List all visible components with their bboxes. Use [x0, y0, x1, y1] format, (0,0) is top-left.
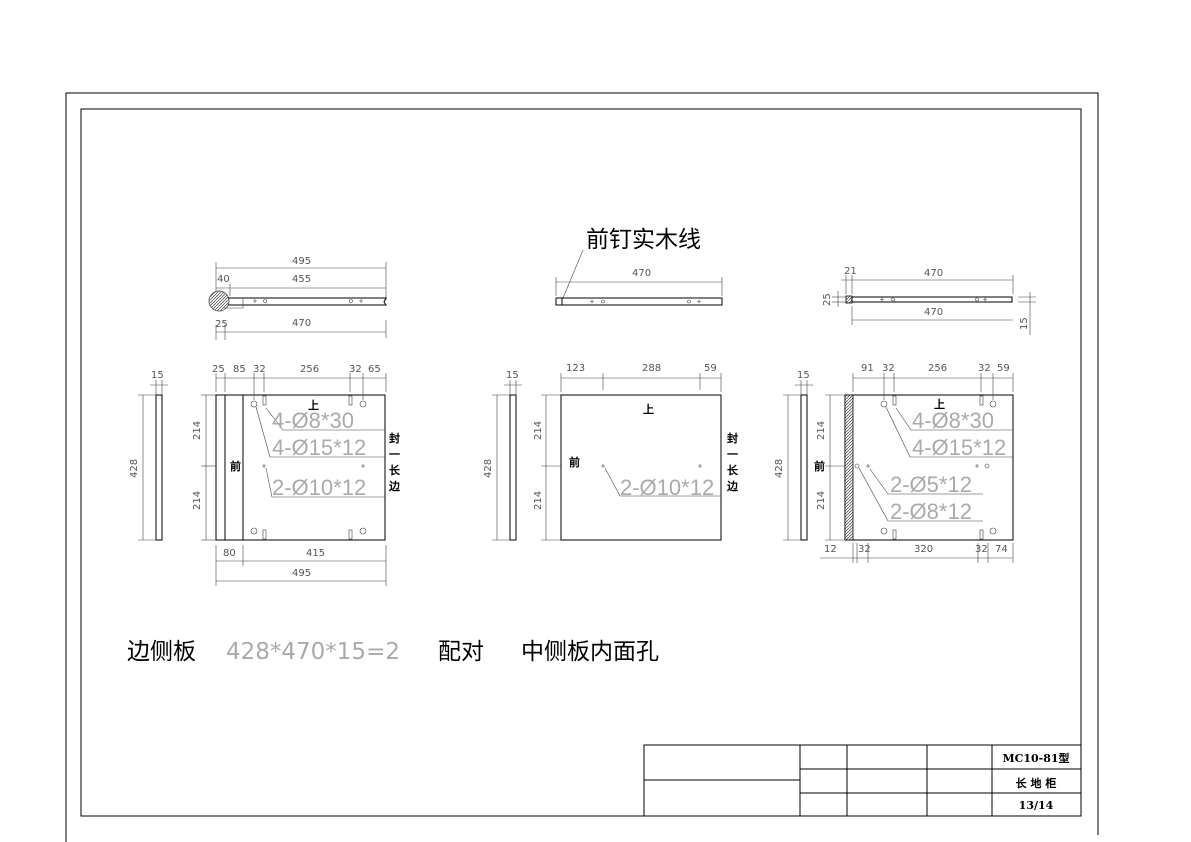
- hole-spec: 4-Ø15*12: [272, 435, 366, 460]
- hole-spec: 2-Ø10*12: [272, 475, 366, 500]
- up-label: 上: [308, 398, 319, 412]
- inner-frame: [80, 108, 1082, 817]
- dim-label: 214: [816, 491, 827, 510]
- dim-label: 15: [1019, 317, 1030, 330]
- solid-wood-edge: [208, 290, 230, 312]
- dim-label: 32: [349, 364, 362, 375]
- part-name: 边侧板: [127, 639, 196, 665]
- edge-label: 边: [388, 479, 401, 493]
- dim-label: 65: [368, 364, 381, 375]
- right-view: 21 470 25 470 15 15 428 214 214 91 32 25…: [774, 266, 1036, 563]
- dim-label: 256: [300, 364, 319, 375]
- hole-spec: 4-Ø15*12: [912, 435, 1006, 460]
- edge-label: 边: [726, 479, 739, 493]
- dim-label: 59: [704, 363, 717, 374]
- dim-label: 32: [858, 544, 871, 555]
- dim-label: 428: [774, 459, 785, 478]
- up-label: 上: [643, 402, 654, 416]
- hole-spec: 2-Ø5*12: [890, 472, 972, 497]
- edge-label: 一: [389, 448, 400, 461]
- dim-label: 91: [861, 363, 874, 374]
- dim-label: 256: [928, 363, 947, 374]
- dim-label: 25: [215, 319, 228, 330]
- hole-spec: 4-Ø8*30: [272, 408, 354, 433]
- front-label: 前: [230, 459, 241, 473]
- view-title: 前钉实木线: [586, 227, 701, 253]
- dim-label: 85: [233, 364, 246, 375]
- dim-label: 15: [151, 370, 164, 381]
- dim-label: 428: [129, 459, 140, 478]
- dim-label: 214: [533, 421, 544, 440]
- edge-label: 一: [727, 448, 738, 461]
- dim-label: 32: [975, 544, 988, 555]
- dim-label: 415: [306, 548, 325, 559]
- dim-label: 495: [292, 568, 311, 579]
- dim-label: 25: [822, 293, 833, 306]
- dim-label: 214: [192, 421, 203, 440]
- dim-label: 74: [995, 544, 1008, 555]
- edge-label: 长: [389, 463, 401, 477]
- dim-label: 428: [483, 459, 494, 478]
- left-view: 495 40 455 25 470 15 428 214 214 25 85 3…: [129, 256, 401, 586]
- hole-spec: 4-Ø8*30: [912, 408, 994, 433]
- dim-label: 470: [924, 268, 943, 279]
- solid-wood-strip: [844, 394, 854, 541]
- outer-border: [65, 92, 1099, 842]
- model-number: MC10-81型: [1002, 751, 1069, 765]
- hole-marks: [601, 464, 721, 497]
- dim-label: 21: [844, 266, 857, 277]
- dim-label: 32: [978, 363, 991, 374]
- dim-label: 470: [632, 268, 651, 279]
- hole-marks: [590, 299, 701, 304]
- title-block: MC10-81型 长 地 柜 13/14: [643, 744, 1082, 817]
- hole-spec: 2-Ø10*12: [620, 475, 714, 500]
- dim-label: 59: [997, 363, 1010, 374]
- dim-label: 32: [882, 363, 895, 374]
- dim-label: 25: [212, 364, 225, 375]
- dim-label: 12: [824, 544, 837, 555]
- hole-marks: [854, 395, 1013, 540]
- front-label: 前: [569, 455, 580, 469]
- dim-label: 455: [292, 274, 311, 285]
- pair-note: 配对: [438, 639, 484, 665]
- dim-label: 214: [533, 491, 544, 510]
- front-label: 前: [814, 459, 825, 473]
- dim-label: 470: [292, 318, 311, 329]
- edge-label: 封: [389, 431, 400, 445]
- hole-marks: [253, 299, 363, 303]
- solid-wood-edge: [845, 295, 853, 304]
- hole-spec: 2-Ø8*12: [890, 499, 972, 524]
- middle-view: 前钉实木线 470 15 428 214 214 123 288 59 前 上 …: [483, 227, 739, 541]
- dim-label: 40: [217, 274, 230, 285]
- dim-label: 15: [797, 370, 810, 381]
- dim-label: 80: [223, 548, 236, 559]
- product-name: 长 地 柜: [1016, 776, 1057, 790]
- hole-marks: [250, 395, 385, 540]
- caption: 边侧板 428*470*15=2 配对 中侧板内面孔: [127, 639, 659, 665]
- hole-note: 中侧板内面孔: [521, 639, 659, 665]
- dim-label: 214: [816, 421, 827, 440]
- up-label: 上: [934, 397, 945, 411]
- part-size: 428*470*15=2: [226, 639, 400, 665]
- edge-label: 封: [727, 431, 738, 445]
- hole-marks: [880, 297, 987, 302]
- dim-label: 288: [642, 363, 661, 374]
- dim-label: 123: [566, 363, 585, 374]
- dim-label: 320: [914, 544, 933, 555]
- dim-label: 214: [192, 491, 203, 510]
- dim-label: 15: [506, 370, 519, 381]
- dim-label: 32: [253, 364, 266, 375]
- edge-label: 长: [727, 463, 739, 477]
- sheet-number: 13/14: [1019, 799, 1054, 812]
- dim-label: 470: [924, 307, 943, 318]
- dim-label: 495: [292, 256, 311, 267]
